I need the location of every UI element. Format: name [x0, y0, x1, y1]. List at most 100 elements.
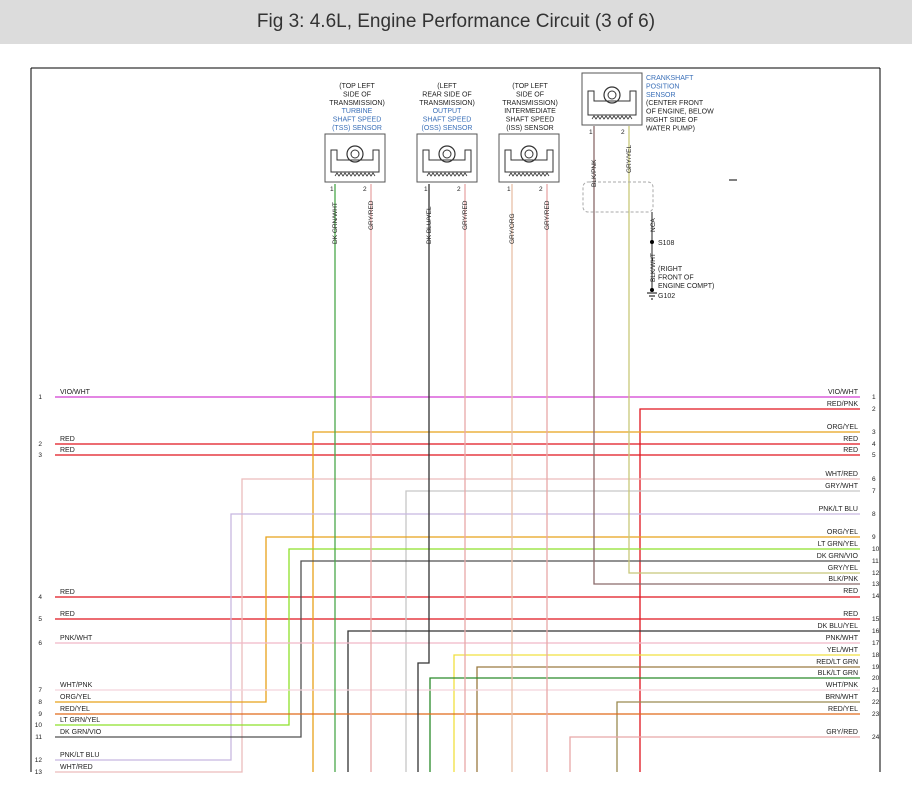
- right-pin-9: 9: [872, 534, 876, 541]
- right-wire-label-11: DK GRN/VIO: [817, 553, 859, 560]
- right-pin-2: 2: [872, 406, 876, 413]
- left-pin-9: 9: [38, 711, 42, 718]
- right-wire-label-18: YEL/WHT: [827, 647, 859, 654]
- sensor-oss-icon: [416, 133, 478, 183]
- right-pin-3: 3: [872, 429, 876, 436]
- sensor-body: [581, 72, 643, 126]
- sensor-hub: [607, 90, 617, 100]
- right-pin-18: 18: [872, 652, 880, 659]
- labels-layer: 1VIO/WHT2RED3RED4RED5RED6PNK/WHT7WHT/PNK…: [35, 75, 880, 776]
- right-pin-10: 10: [872, 546, 880, 553]
- sensor-wheel-icon: [346, 145, 364, 163]
- right-wire-label-17: PNK/WHT: [826, 635, 859, 642]
- wire-wht-red: [55, 478, 860, 773]
- left-wire-label-13: WHT/RED: [60, 764, 93, 771]
- sensor-wheel-icon: [520, 145, 538, 163]
- title-bar: Fig 3: 4.6L, Engine Performance Circuit …: [0, 0, 912, 44]
- sensor-hub: [350, 149, 360, 159]
- right-pin-13: 13: [872, 581, 880, 588]
- shield-wire-label: NCA: [650, 218, 657, 232]
- sensor-oss-pin-1: 1: [424, 186, 428, 193]
- sensor-ckp-icon: [581, 72, 643, 126]
- splice-dot: [650, 240, 654, 244]
- sensor-tss-desc-line: TRANSMISSION): [329, 100, 385, 107]
- sensor-bracket: [330, 149, 380, 173]
- wire-blk-lt-grn: [429, 677, 860, 772]
- wire-red-pnk: [639, 408, 860, 772]
- right-wire-label-12: GRY/YEL: [828, 565, 858, 572]
- right-pin-15: 15: [872, 616, 880, 623]
- wire-shield-outline: [582, 181, 654, 213]
- wires-layer: [55, 126, 860, 773]
- sensor-iss-desc-line: (TOP LEFT: [512, 83, 548, 90]
- sensor-hub: [524, 149, 534, 159]
- right-wire-label-4: RED: [843, 436, 858, 443]
- sensor-bracket: [504, 149, 554, 173]
- sensor-iss-icon: [498, 133, 560, 183]
- left-pin-8: 8: [38, 699, 42, 706]
- left-pin-2: 2: [38, 441, 42, 448]
- sensor-iss-pin-2: 2: [539, 186, 543, 193]
- right-wire-label-9: ORG/YEL: [827, 529, 858, 536]
- left-pin-13: 13: [35, 769, 43, 776]
- right-wire-label-24: GRY/RED: [826, 729, 858, 736]
- sensor-coil: [334, 172, 376, 177]
- right-wire-label-15: RED: [843, 611, 858, 618]
- right-pin-4: 4: [872, 441, 876, 448]
- sensor-bracket: [422, 149, 472, 173]
- left-wire-label-9: RED/YEL: [60, 706, 90, 713]
- right-pin-7: 7: [872, 488, 876, 495]
- sensor-tss-name-line: (TSS) SENSOR: [332, 125, 382, 132]
- right-wire-label-22: BRN/WHT: [825, 694, 858, 701]
- right-pin-6: 6: [872, 476, 876, 483]
- wire-red-lt-grn: [476, 666, 860, 772]
- sensor-oss-name-line: (OSS) SENSOR: [422, 125, 473, 132]
- wire-gry-red-24: [569, 736, 860, 772]
- wire-oss-dk-blu-yel: [417, 184, 430, 772]
- right-pin-11: 11: [872, 558, 879, 565]
- left-pin-6: 6: [38, 640, 42, 647]
- sensor-iss-name-line: INTERMEDIATE: [504, 108, 556, 115]
- ground-desc-line: (RIGHT: [658, 266, 683, 273]
- ckp-desc-line: OF ENGINE, BELOW: [646, 109, 714, 116]
- wire-dk-grn-vio: [55, 560, 860, 738]
- sensor-ckp-wire-2-label: GRY/YEL: [626, 145, 633, 173]
- sensor-bracket: [587, 90, 637, 116]
- ckp-desc-line: (CENTER FRONT: [646, 100, 704, 107]
- right-wire-label-7: GRY/WHT: [825, 483, 859, 490]
- ground-label: G102: [658, 293, 675, 300]
- right-pin-17: 17: [872, 640, 880, 647]
- sensor-wheel-icon: [603, 86, 621, 104]
- left-wire-label-6: PNK/WHT: [60, 635, 93, 642]
- wire-yel-wht: [453, 654, 860, 772]
- wire-ckp-gry-yel: [628, 126, 860, 574]
- right-wire-label-13: BLK/PNK: [828, 576, 858, 583]
- sensor-oss-name-line: SHAFT SPEED: [423, 117, 472, 124]
- right-pin-16: 16: [872, 628, 880, 635]
- right-wire-label-19: RED/LT GRN: [816, 659, 858, 666]
- right-pin-21: 21: [872, 687, 880, 694]
- sensor-iss-pin-1: 1: [507, 186, 511, 193]
- sensor-oss-desc-line: (LEFT: [437, 83, 457, 90]
- ckp-desc-line: WATER PUMP): [646, 126, 695, 133]
- left-wire-label-7: WHT/PNK: [60, 682, 93, 689]
- sensor-tss-desc-line: (TOP LEFT: [339, 83, 375, 90]
- sensor-iss-wire-2-label: GRY/RED: [544, 200, 551, 230]
- right-pin-12: 12: [872, 570, 880, 577]
- sensor-tss-name-line: TURBINE: [342, 108, 373, 115]
- wire-dk-blu-yel: [347, 630, 860, 772]
- left-wire-label-2: RED: [60, 436, 75, 443]
- sensor-coil: [508, 172, 550, 177]
- right-wire-label-3: ORG/YEL: [827, 424, 858, 431]
- right-pin-14: 14: [872, 593, 880, 600]
- sensor-tss-wire-2-label: GRY/RED: [368, 200, 375, 230]
- sensor-wheel-icon: [438, 145, 456, 163]
- right-pin-5: 5: [872, 452, 876, 459]
- right-pin-23: 23: [872, 711, 880, 718]
- right-wire-label-23: RED/YEL: [828, 706, 858, 713]
- left-wire-label-1: VIO/WHT: [60, 389, 91, 396]
- sensor-oss-name-line: OUTPUT: [433, 108, 463, 115]
- wire-brn-wht: [616, 701, 860, 772]
- ckp-name-line: SENSOR: [646, 92, 676, 99]
